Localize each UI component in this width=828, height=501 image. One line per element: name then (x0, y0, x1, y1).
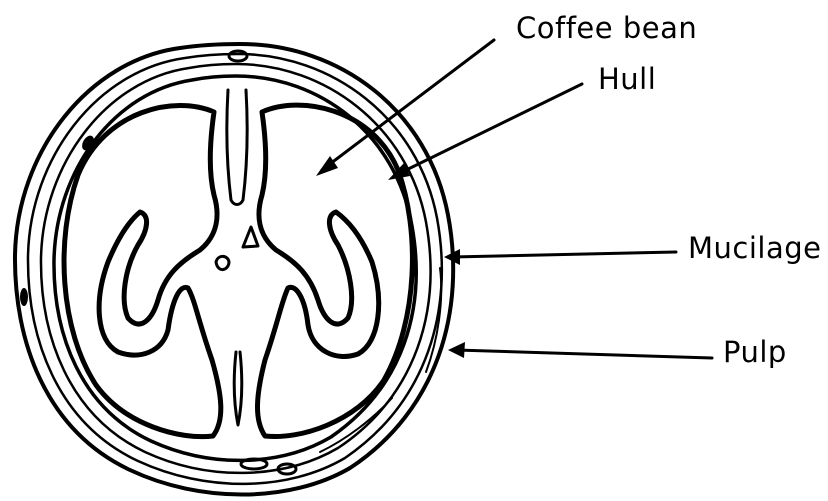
label-pulp: Pulp (723, 335, 787, 369)
pulp-mark-top (229, 51, 247, 61)
central-fold-bottom (234, 352, 241, 425)
interior-cell-1 (243, 227, 258, 247)
coffee-cherry-cross-section (15, 44, 453, 495)
leader-arrow-mucilage (444, 249, 676, 265)
pulp-mark-left (20, 288, 28, 306)
central-fold-top (227, 90, 247, 205)
pulp-outer-outline (15, 44, 453, 495)
label-hull: Hull (598, 62, 656, 96)
interior-cell-2 (216, 256, 229, 269)
pulp-inner-outline (28, 54, 442, 484)
leader-arrow-coffee-bean (316, 40, 494, 176)
right-coffee-bean (257, 105, 412, 436)
interior-cell-3 (241, 459, 267, 469)
leader-arrow-pulp (448, 342, 712, 358)
label-coffee-bean: Coffee bean (516, 11, 697, 45)
label-mucilage: Mucilage (688, 231, 821, 265)
